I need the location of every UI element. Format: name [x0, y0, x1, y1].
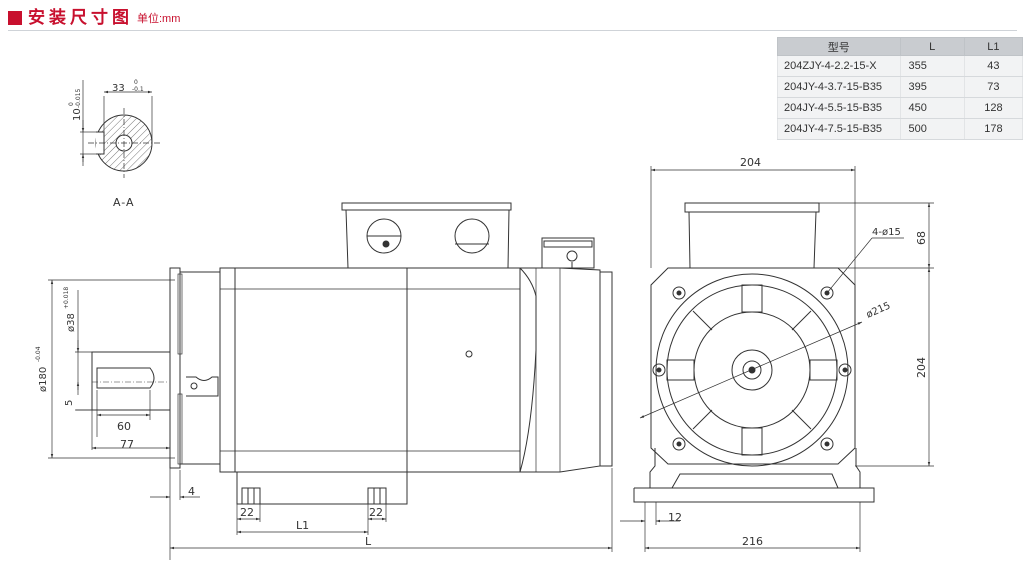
cell-l1: 178 [963, 118, 1023, 140]
section-width-tol: 0 [134, 79, 138, 86]
table-row: 204JY-4-3.7-15-B35 395 73 [777, 76, 1023, 98]
section-label: A-A [113, 196, 135, 209]
foot-thk-dim: 12 [668, 511, 682, 524]
header-square-icon [8, 11, 22, 25]
key-offset-dim: 5 [64, 400, 75, 406]
spec-table: 型号 L L1 204ZJY-4-2.2-15-X 355 43 204JY-4… [777, 37, 1023, 140]
table-header-row: 型号 L L1 [777, 37, 1023, 56]
table-row: 204ZJY-4-2.2-15-X 355 43 [777, 55, 1023, 77]
cell-l: 355 [899, 55, 965, 77]
section-key-dim: 10 [72, 108, 83, 121]
section-key-tol: 0 [68, 102, 75, 106]
flange-thk-dim: 4 [188, 485, 195, 498]
base-width-dim: 216 [742, 535, 763, 548]
cell-l: 500 [899, 118, 965, 140]
table-row: 204JY-4-5.5-15-B35 450 128 [777, 97, 1023, 119]
cell-model: 204JY-4-5.5-15-B35 [777, 97, 901, 119]
terminal-box [341, 202, 512, 269]
cell-model: 204ZJY-4-2.2-15-X [777, 55, 901, 77]
shaft-section [88, 108, 162, 178]
col-l: L [899, 37, 965, 56]
shaft-length-dim: 77 [120, 438, 134, 451]
mounting-feet [236, 471, 408, 505]
shaft [91, 351, 171, 411]
motor-body [219, 267, 537, 473]
motor-side-view [48, 202, 613, 560]
section-width-tol2: -0.1 [132, 86, 144, 93]
pcd-dim: ø215 [865, 300, 893, 320]
section-width-dim: 33 [112, 83, 125, 94]
col-l1: L1 [963, 37, 1023, 56]
cell-l1: 43 [963, 55, 1023, 77]
front-height-dim: 204 [915, 357, 928, 378]
section-key-tol2: -0.015 [75, 88, 82, 108]
page-title: 安装尺寸图 [28, 8, 133, 28]
cell-model: 204JY-4-3.7-15-B35 [777, 76, 901, 98]
cell-l: 395 [899, 76, 965, 98]
cell-l1: 128 [963, 97, 1023, 119]
shaft-dia-dim: ø38 [66, 313, 77, 332]
cell-l: 450 [899, 97, 965, 119]
table-row: 204JY-4-7.5-15-B35 500 178 [777, 118, 1023, 140]
front-terminal-box [684, 202, 820, 269]
motor-front-view [620, 166, 934, 552]
box-height-dim: 68 [915, 231, 928, 245]
flange-dia-dim: ø180 [38, 367, 49, 392]
section-view-aa [80, 80, 162, 178]
key-length-dim: 60 [117, 420, 131, 433]
flange-dia-tol: -0.04 [35, 346, 42, 362]
shaft-dia-tol: +0.018 [63, 287, 70, 309]
unit-label: 单位:mm [137, 13, 181, 25]
front-width-dim: 204 [740, 156, 761, 169]
foot-width-dim-1: 22 [240, 506, 254, 519]
page-header: 安装尺寸图 单位:mm [8, 6, 180, 28]
foot-width-dim-2: 22 [369, 506, 383, 519]
front-flange [655, 273, 849, 467]
total-length-dim: L [365, 535, 372, 548]
cell-l1: 73 [963, 76, 1023, 98]
flange [169, 267, 221, 469]
foot-spacing-dim: L1 [296, 519, 309, 532]
side-dimensions [48, 279, 613, 560]
col-model: 型号 [777, 37, 901, 56]
front-housing [633, 267, 875, 503]
header-divider [8, 30, 1017, 31]
hole-spec-label: 4-ø15 [872, 227, 901, 238]
cell-model: 204JY-4-7.5-15-B35 [777, 118, 901, 140]
cable-box [541, 237, 595, 269]
rear-cover [520, 267, 613, 473]
front-dimensions [620, 166, 934, 552]
